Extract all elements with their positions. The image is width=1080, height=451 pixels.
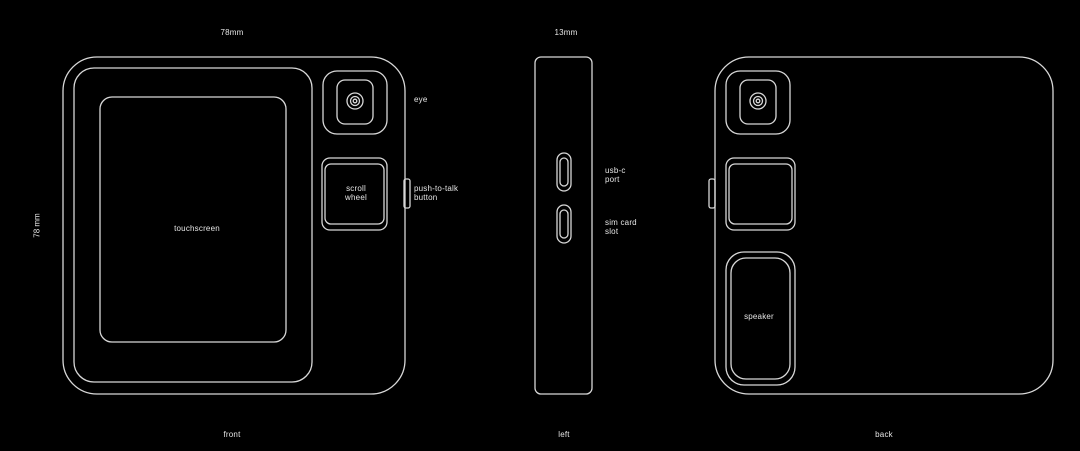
front-view-label: front xyxy=(223,430,241,439)
usb-c-port-label: usb-c port xyxy=(605,166,626,184)
back-eye-lens-middle xyxy=(752,95,764,107)
back-eye-lens-inner xyxy=(755,98,761,104)
back-side-button-shape xyxy=(708,178,716,209)
back-view-label: back xyxy=(875,430,893,439)
eye-frame xyxy=(336,79,374,125)
back-wheel-inner xyxy=(728,163,793,225)
push-to-talk-button-shape xyxy=(403,178,411,209)
scroll-wheel-outer xyxy=(321,157,388,231)
back-eye-housing xyxy=(725,70,791,135)
back-body-outline xyxy=(714,56,1054,395)
scroll-wheel-inner xyxy=(324,163,385,225)
back-eye-lens-outer xyxy=(749,92,767,110)
sim-card-slot-inner xyxy=(559,209,569,239)
usb-c-port-outer xyxy=(556,152,572,192)
touchscreen-area xyxy=(99,96,287,343)
back-wheel-outer xyxy=(725,157,796,231)
eye-lens-inner xyxy=(352,98,358,104)
width-dimension-label: 78mm xyxy=(220,28,244,37)
speaker-inner xyxy=(730,257,791,380)
depth-dimension-label: 13mm xyxy=(554,28,578,37)
touchscreen-label: touchscreen xyxy=(174,224,220,233)
back-eye-frame xyxy=(739,79,777,125)
left-view-label: left xyxy=(558,430,570,439)
eye-lens-middle xyxy=(349,95,361,107)
front-body-outline xyxy=(62,56,406,395)
left-body-outline xyxy=(534,56,593,395)
eye-housing xyxy=(322,70,388,135)
front-view xyxy=(62,56,411,395)
back-view xyxy=(708,56,1054,395)
sim-card-slot-outer xyxy=(556,204,572,244)
push-to-talk-label: push-to-talk button xyxy=(414,184,459,202)
eye-lens-outer xyxy=(346,92,364,110)
eye-label: eye xyxy=(414,95,428,104)
usb-c-port-inner xyxy=(559,157,569,187)
left-view xyxy=(534,56,593,395)
sim-card-slot-label: sim card slot xyxy=(605,218,637,236)
front-screen-bezel xyxy=(73,67,313,383)
height-dimension-label: 78 mm xyxy=(32,213,42,238)
speaker-label: speaker xyxy=(744,312,774,321)
speaker-outer xyxy=(725,251,796,386)
scroll-wheel-label: scroll wheel xyxy=(345,184,367,202)
